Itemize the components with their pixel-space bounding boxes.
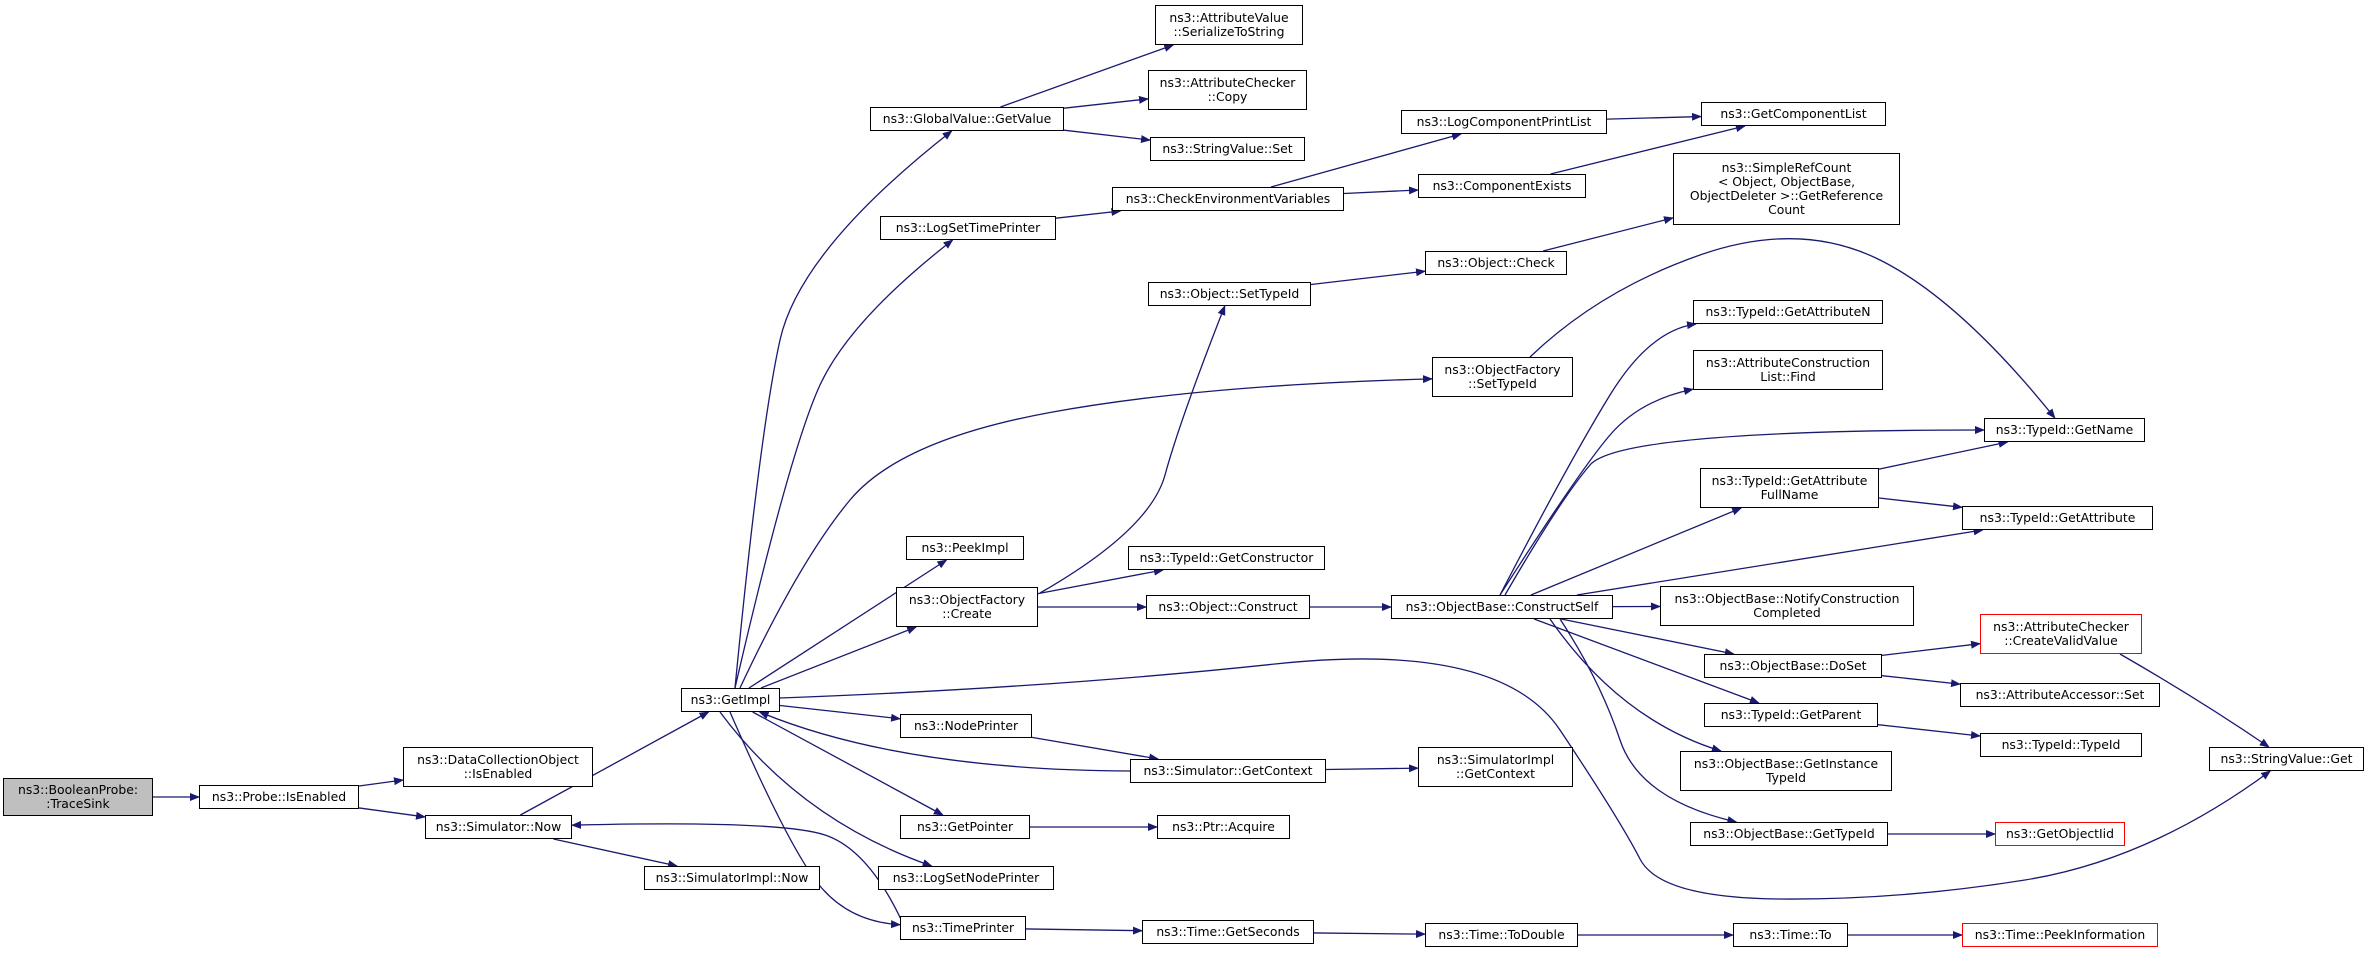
edge-time_getseconds-to-time_todouble <box>1313 930 1426 939</box>
edge-getimpl-to-peekimpl <box>748 559 948 689</box>
edge-logcomplist-to-getcomplist <box>1606 112 1702 121</box>
node-tid-getctor[interactable]: ns3::TypeId::GetConstructor <box>1128 546 1325 570</box>
node-logsetnodeprinter[interactable]: ns3::LogSetNodePrinter <box>878 866 1054 890</box>
edge-timeprinter-to-time_getseconds <box>1025 926 1143 935</box>
node-logcomplist[interactable]: ns3::LogComponentPrintList <box>1401 110 1607 134</box>
edge-ob_constructself-to-acl_find <box>1499 387 1694 596</box>
node-sim-now[interactable]: ns3::Simulator::Now <box>425 815 572 839</box>
node-time-todouble[interactable]: ns3::Time::ToDouble <box>1425 923 1578 947</box>
edge-logsettimeprinter-to-checkenv <box>1055 208 1122 219</box>
edge-obj_settypeid-to-obj_check <box>1310 268 1426 286</box>
edge-of_create-to-obj_settypeid <box>1039 305 1226 594</box>
edge-ob_constructself-to-tid_getattrn <box>1499 321 1697 596</box>
node-getimpl[interactable]: ns3::GetImpl <box>681 688 780 712</box>
node-obj-check[interactable]: ns3::Object::Check <box>1425 251 1567 275</box>
edge-sim_now-to-simimpl_now <box>553 838 679 868</box>
edge-getimpl-to-sv_get <box>779 658 2272 900</box>
node-tid-getname[interactable]: ns3::TypeId::GetName <box>1984 418 2145 442</box>
edge-getimpl-to-getpointer <box>752 711 944 816</box>
edge-probe_isenabled-to-sim_now <box>358 807 426 820</box>
node-nodeprinter[interactable]: ns3::NodePrinter <box>900 714 1032 738</box>
edge-gv_getvalue-to-ac_copy <box>1063 95 1149 109</box>
node-obj-construct[interactable]: ns3::Object::Construct <box>1146 595 1310 619</box>
node-time-to[interactable]: ns3::Time::To <box>1733 923 1848 947</box>
edge-getimpl-to-of_settypeid <box>739 375 1433 689</box>
node-tid-getattrfull[interactable]: ns3::TypeId::GetAttribute FullName <box>1700 468 1879 508</box>
node-ac-copy[interactable]: ns3::AttributeChecker ::Copy <box>1148 70 1307 110</box>
edge-checkenv-to-logcomplist <box>1270 132 1462 188</box>
node-getcomplist[interactable]: ns3::GetComponentList <box>1701 102 1886 126</box>
edge-nodeprinter-to-sim_getcontext <box>1031 736 1160 762</box>
node-time-peekinfo[interactable]: ns3::Time::PeekInformation <box>1962 923 2158 947</box>
node-ob-notify[interactable]: ns3::ObjectBase::NotifyConstruction Comp… <box>1660 586 1914 626</box>
node-getobjectiid[interactable]: ns3::GetObjectIid <box>1995 822 2125 846</box>
node-tid-getattr[interactable]: ns3::TypeId::GetAttribute <box>1962 506 2153 530</box>
edge-tid_getparent-to-tid_typeid <box>1877 724 1981 739</box>
edge-checkenv-to-compexists <box>1343 186 1419 195</box>
node-sv-set[interactable]: ns3::StringValue::Set <box>1150 137 1305 161</box>
node-tid-getattrn[interactable]: ns3::TypeId::GetAttributeN <box>1693 300 1883 324</box>
edge-ob_constructself-to-tid_getattr <box>1576 527 1984 596</box>
edge-tid_getattrfull-to-tid_getattr <box>1878 497 1963 511</box>
node-sim-getcontext[interactable]: ns3::Simulator::GetContext <box>1130 759 1326 783</box>
edge-ac_createvalid-to-sv_get <box>2119 653 2270 748</box>
node-aa-set[interactable]: ns3::AttributeAccessor::Set <box>1960 683 2160 707</box>
node-av-serialize[interactable]: ns3::AttributeValue ::SerializeToString <box>1155 5 1303 45</box>
edge-of_settypeid-to-tid_getname <box>1529 238 2056 419</box>
edge-getimpl-to-logsettimeprinter <box>734 239 954 689</box>
node-probe-isenabled[interactable]: ns3::Probe::IsEnabled <box>199 785 359 809</box>
edge-obj_check-to-srefcount <box>1542 216 1674 252</box>
edge-ob_constructself-to-tid_getattrfull <box>1530 507 1743 596</box>
edge-ob_constructself-to-ob_doset <box>1561 618 1735 657</box>
node-ob-gettypeid[interactable]: ns3::ObjectBase::GetTypeId <box>1690 822 1888 846</box>
edge-gv_getvalue-to-av_serialize <box>1000 44 1175 108</box>
node-getpointer[interactable]: ns3::GetPointer <box>900 815 1030 839</box>
edge-gv_getvalue-to-sv_set <box>1063 129 1151 144</box>
node-tid-typeid[interactable]: ns3::TypeId::TypeId <box>1980 733 2142 757</box>
edge-sim_now-to-getimpl <box>520 711 710 816</box>
node-sv-get[interactable]: ns3::StringValue::Get <box>2209 747 2364 771</box>
node-peekimpl[interactable]: ns3::PeekImpl <box>906 536 1024 560</box>
edge-ob_doset-to-aa_set <box>1881 675 1961 688</box>
node-compexists[interactable]: ns3::ComponentExists <box>1418 174 1586 198</box>
node-time-getseconds[interactable]: ns3::Time::GetSeconds <box>1142 920 1314 944</box>
edge-ob_constructself-to-ob_getinstance <box>1549 618 1722 753</box>
edge-sim_getcontext-to-simimpl_getcontext <box>1325 764 1419 773</box>
node-acl-find[interactable]: ns3::AttributeConstruction List::Find <box>1693 350 1883 390</box>
edge-getimpl-to-nodeprinter <box>779 704 901 722</box>
node-gv-getvalue[interactable]: ns3::GlobalValue::GetValue <box>870 107 1064 131</box>
node-ac-createvalid[interactable]: ns3::AttributeChecker ::CreateValidValue <box>1980 614 2142 654</box>
node-root: ns3::BooleanProbe: :TraceSink <box>3 778 153 816</box>
node-simimpl-getcontext[interactable]: ns3::SimulatorImpl ::GetContext <box>1418 747 1573 787</box>
node-simimpl-now[interactable]: ns3::SimulatorImpl::Now <box>644 866 820 890</box>
edge-getimpl-to-of_create <box>760 626 918 689</box>
node-of-create[interactable]: ns3::ObjectFactory ::Create <box>896 587 1038 627</box>
node-ob-getinstance[interactable]: ns3::ObjectBase::GetInstance TypeId <box>1680 751 1892 791</box>
edge-ob_constructself-to-tid_getname <box>1504 426 1985 596</box>
edge-tid_getattrfull-to-tid_getname <box>1878 439 2009 470</box>
edge-getimpl-to-gv_getvalue <box>734 130 953 689</box>
node-timeprinter[interactable]: ns3::TimePrinter <box>900 916 1026 940</box>
edge-ob_doset-to-ac_createvalid <box>1881 640 1981 657</box>
node-obj-settypeid[interactable]: ns3::Object::SetTypeId <box>1148 282 1311 306</box>
edge-getimpl-to-timeprinter <box>729 711 901 929</box>
edge-ob_constructself-to-tid_getparent <box>1533 618 1760 704</box>
node-tid-getparent[interactable]: ns3::TypeId::GetParent <box>1704 703 1878 727</box>
edge-sim_getcontext-to-getimpl <box>758 711 1131 772</box>
node-of-settypeid[interactable]: ns3::ObjectFactory ::SetTypeId <box>1432 357 1573 397</box>
edge-ob_constructself-to-ob_gettypeid <box>1559 618 1738 824</box>
edge-of_create-to-tid_getctor <box>1037 567 1164 595</box>
node-ob-doset[interactable]: ns3::ObjectBase::DoSet <box>1704 654 1882 678</box>
edge-compexists-to-getcomplist <box>1550 124 1746 175</box>
node-checkenv[interactable]: ns3::CheckEnvironmentVariables <box>1112 187 1344 211</box>
edge-probe_isenabled-to-dco_isenabled <box>358 777 404 787</box>
node-dco-isenabled[interactable]: ns3::DataCollectionObject ::IsEnabled <box>403 747 593 787</box>
node-logsettimeprinter[interactable]: ns3::LogSetTimePrinter <box>880 216 1056 240</box>
node-srefcount[interactable]: ns3::SimpleRefCount < Object, ObjectBase… <box>1673 153 1900 225</box>
node-ob-constructself[interactable]: ns3::ObjectBase::ConstructSelf <box>1391 595 1613 619</box>
node-ptr-acquire[interactable]: ns3::Ptr::Acquire <box>1157 815 1290 839</box>
